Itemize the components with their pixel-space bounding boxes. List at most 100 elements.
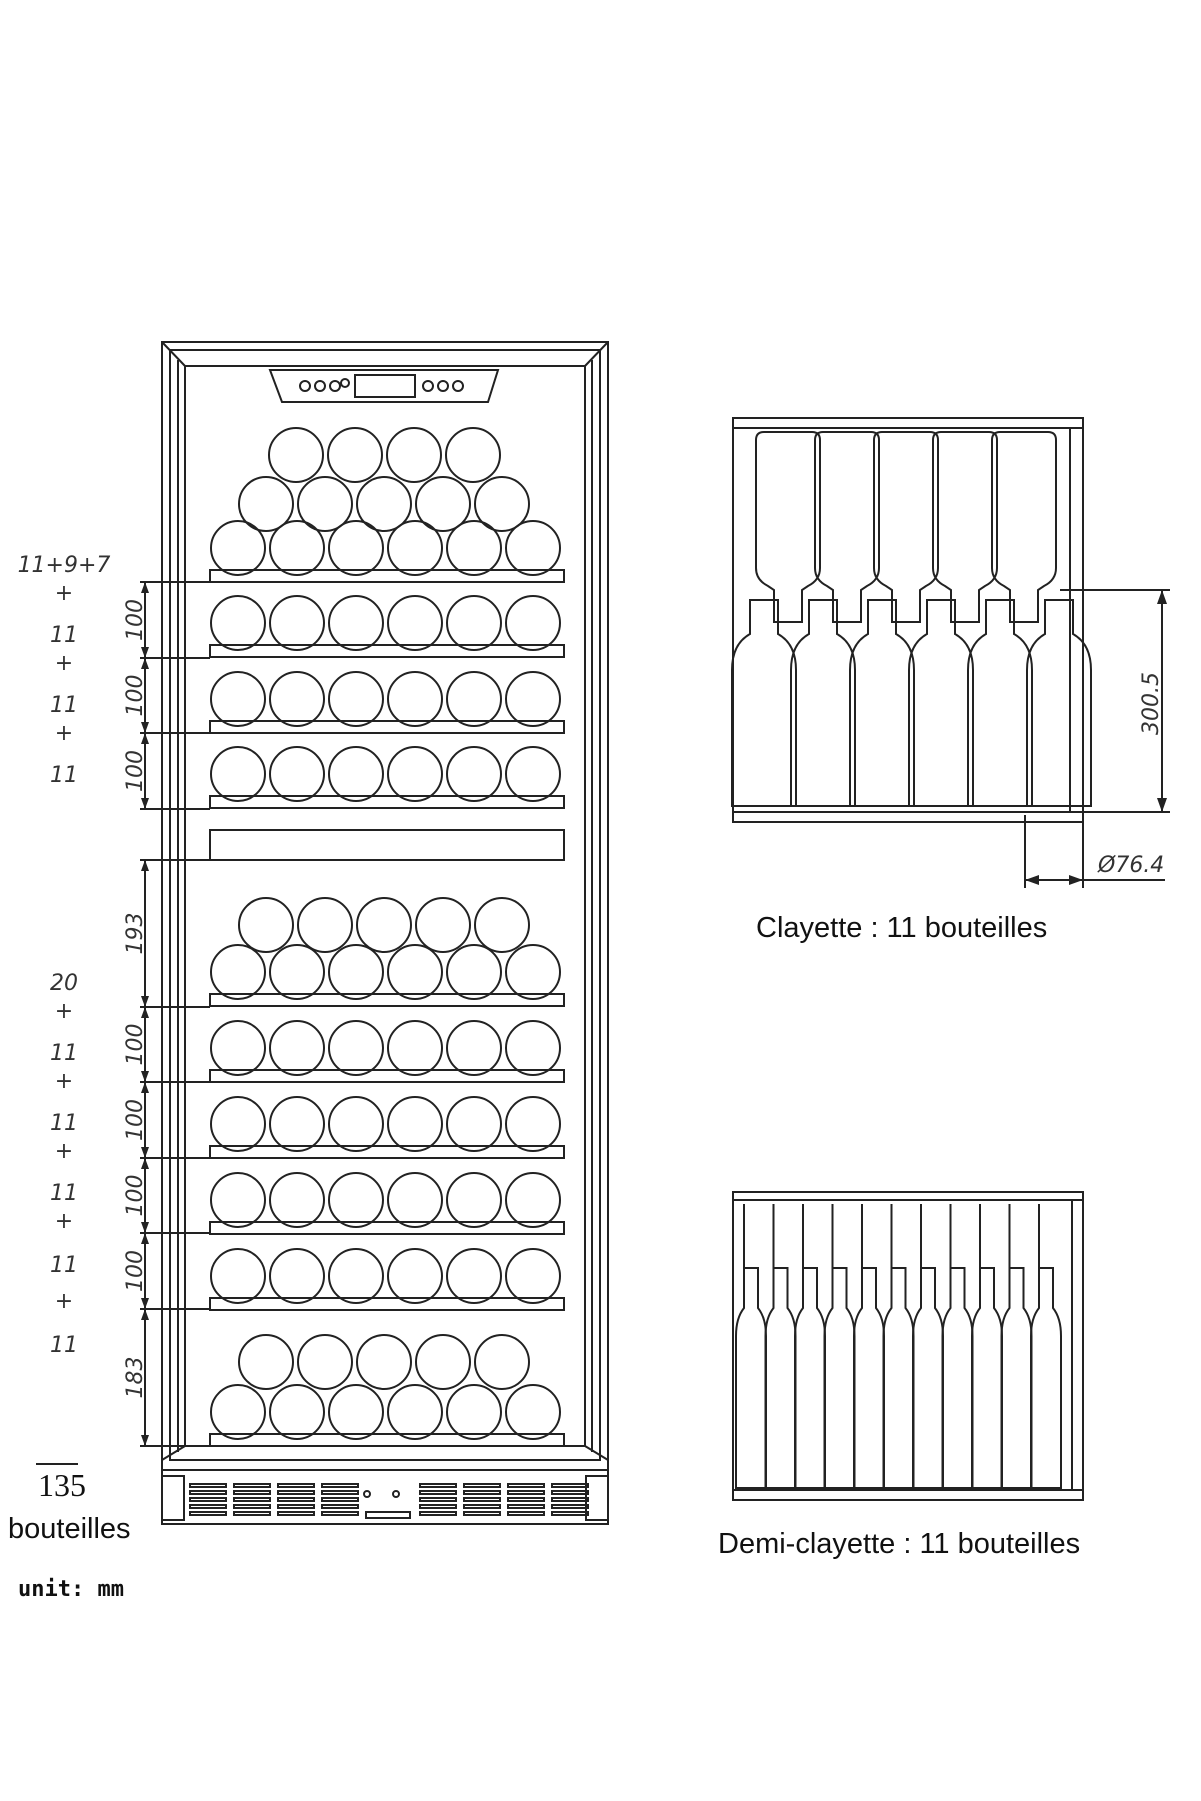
bottle-end (387, 1096, 443, 1152)
shelf (209, 1433, 565, 1447)
bottle-end (269, 595, 325, 651)
bottle (735, 1267, 767, 1489)
bottle (794, 1267, 826, 1489)
bottle-end (210, 1096, 266, 1152)
shelf (209, 569, 565, 583)
bottle-end (210, 746, 266, 802)
bottle-count-label: 11 (50, 1111, 78, 1136)
bottle-end (387, 1384, 443, 1440)
bottle (971, 1267, 1003, 1489)
total-bottles-number: 135 (38, 1467, 86, 1503)
bottle (941, 1267, 974, 1489)
fridge-contents (209, 427, 565, 1447)
bottle-end (210, 1172, 266, 1228)
bottle-end (210, 1020, 266, 1076)
cabinet-outer-frame (161, 341, 609, 1525)
bottle-count-label: 11 (50, 693, 78, 718)
bottle-count-label: + (55, 1209, 73, 1234)
half-shelf-bottles (735, 1204, 1062, 1489)
bottle-end (505, 1096, 561, 1152)
bottle-end (474, 897, 530, 953)
bottle-end (505, 944, 561, 1000)
bottle-end (327, 427, 383, 483)
bottle-end (210, 671, 266, 727)
glass-panel (184, 365, 586, 1447)
bottle (1030, 1267, 1062, 1489)
bottle-end (210, 944, 266, 1000)
dimension-label: 100 (123, 1175, 148, 1217)
bottle-end (505, 746, 561, 802)
bottle (853, 1267, 885, 1489)
bottle-end (446, 1172, 502, 1228)
bottle (1000, 1267, 1033, 1489)
bottle-end (297, 1334, 353, 1390)
bottle (873, 431, 939, 623)
total-bottles-label: bouteilles (8, 1513, 131, 1545)
dimension-label: 100 (123, 750, 148, 792)
bottle-end (238, 1334, 294, 1390)
bottle-count-label: 11 (50, 1333, 78, 1358)
bottle-end (328, 671, 384, 727)
door-frame (169, 349, 601, 1461)
bottle-end (210, 1384, 266, 1440)
bottle-end (356, 897, 412, 953)
bottle-count-label: 11+9+7 (18, 553, 111, 578)
full-shelf-bottles (731, 431, 1092, 807)
bottle (814, 431, 880, 623)
ventilation-grille (161, 1469, 609, 1525)
bottle-end (269, 1020, 325, 1076)
bottle-end (415, 476, 471, 532)
dimension-lines (140, 581, 210, 1447)
bottle-diameter-label: Ø76.4 (1097, 853, 1164, 878)
bottle-end (505, 1172, 561, 1228)
bottle-end (446, 671, 502, 727)
bottle-end (415, 1334, 471, 1390)
bottle-end (474, 1334, 530, 1390)
bottle-end (238, 476, 294, 532)
bottle-end (415, 897, 471, 953)
bottle-end (269, 1384, 325, 1440)
dimension-label: 183 (123, 1357, 148, 1399)
bottle-end (210, 1248, 266, 1304)
half-shelf-caption: Demi-clayette : 11 bouteilles (718, 1528, 1080, 1560)
bottle-end (446, 1020, 502, 1076)
empty-shelf (209, 829, 565, 861)
dimension-label: 100 (123, 1099, 148, 1141)
bottle-end (328, 1020, 384, 1076)
bottle-count-label: 20 (50, 971, 78, 996)
bottle-count-label: 11 (50, 623, 78, 648)
full-shelf-detail: 300.5 Ø76.4 Clayette : 11 bouteilles (731, 417, 1170, 944)
bottle-count-label: + (55, 721, 73, 746)
control-panel (268, 369, 500, 403)
bottle-end (269, 746, 325, 802)
bottle-end (269, 1096, 325, 1152)
bottle-count-label: + (55, 1139, 73, 1164)
bottle (755, 431, 821, 623)
bottle-end (328, 1248, 384, 1304)
bottle-end (269, 671, 325, 727)
bottle-end (387, 1248, 443, 1304)
bottle-end (387, 595, 443, 651)
bottle-end (356, 1334, 412, 1390)
bottle-end (505, 1248, 561, 1304)
bottle-end (446, 1096, 502, 1152)
bottle-end (328, 746, 384, 802)
dimension-label: 100 (123, 1024, 148, 1066)
bottle (1026, 599, 1092, 807)
bottle-end (269, 944, 325, 1000)
dimension-label: 193 (123, 913, 148, 955)
bottle-count-label: 11 (50, 1041, 78, 1066)
bottle-count-label: 11 (50, 1181, 78, 1206)
bottle (882, 1267, 915, 1489)
bottle-count-label: + (55, 651, 73, 676)
shelf (209, 795, 565, 809)
bottle-end (446, 595, 502, 651)
shelf (209, 1145, 565, 1159)
bottle-end (446, 1384, 502, 1440)
bottle-end (269, 520, 325, 576)
bottle-end (328, 595, 384, 651)
bottle-end (269, 1248, 325, 1304)
